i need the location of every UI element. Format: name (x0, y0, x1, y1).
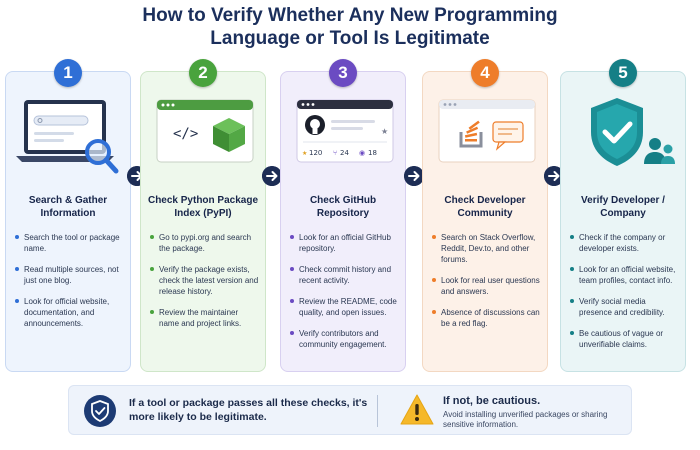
step-badge-2: 2 (189, 59, 217, 87)
warning-icon (400, 394, 434, 425)
bullet: Read multiple sources, not just one blog… (15, 264, 125, 286)
bullet: Verify social media presence and credibi… (570, 296, 680, 318)
star-icon: ★ (381, 127, 388, 136)
step-badge-4: 4 (471, 59, 499, 87)
step-card-3: 3 ★ ★ 120 ⑂ 24 ◉ 18 Check GitHub Reposit… (280, 59, 406, 372)
step-card-1: 1 Search & Gather Information Search the… (5, 59, 131, 372)
bullet: Look for real user questions and answers… (432, 275, 542, 297)
title-line-1: How to Verify Whether Any New Programmin… (142, 5, 558, 26)
arrow-right-icon (544, 166, 564, 186)
step-title-2: Check Python Package Index (PyPI) (147, 195, 259, 219)
svg-text:18: 18 (368, 149, 377, 157)
step-bullets-5: Check if the company or developer exists… (570, 232, 680, 360)
fork-icon: ⑂ (333, 149, 337, 157)
bullet: Check commit history and recent activity… (290, 264, 400, 286)
step-bullets-3: Look for an official GitHub repository. … (290, 232, 400, 360)
bullet: Look for an official GitHub repository. (290, 232, 400, 254)
step-card-4: 4 Check Developer Community Search on St… (422, 59, 548, 372)
code-icon: </> (173, 126, 198, 142)
bullet: Absence of discussions can be a red flag… (432, 307, 542, 329)
star-count-icon: ★ (302, 150, 307, 157)
bullet: Search the tool or package name. (15, 232, 125, 254)
pass-message: If a tool or package passes all these ch… (129, 397, 368, 423)
caution-message: Avoid installing unverified packages or … (443, 410, 608, 429)
step-bullets-4: Search on Stack Overflow, Reddit, Dev.to… (432, 232, 542, 339)
bullet: Look for official website, documentation… (15, 296, 125, 329)
bullet: Verify the package exists, check the lat… (150, 264, 260, 297)
shield-check-icon (591, 98, 643, 166)
step-card-5: 5 Verify Developer / Company Check if th… (560, 59, 686, 372)
step-badge-5: 5 (609, 59, 637, 87)
bullet: Verify contributors and community engage… (290, 328, 400, 350)
svg-text:120: 120 (309, 149, 322, 157)
svg-text:24: 24 (340, 149, 349, 157)
divider (377, 395, 378, 427)
shield-check-icon (84, 395, 116, 427)
eye-icon: ◉ (359, 149, 365, 157)
arrow-right-icon (404, 166, 424, 186)
step-badge-1: 1 (54, 59, 82, 87)
stack-overflow-icon (459, 120, 483, 148)
shield-users-illustration (591, 98, 675, 166)
title-line-2: Language or Tool Is Legitimate (210, 28, 490, 49)
step-card-2: 2 </> Check Python Package Index (PyPI) … (140, 59, 266, 372)
bullet: Look for an official website, team profi… (570, 264, 680, 286)
magnifier-icon (85, 139, 119, 174)
laptop-search-illustration (16, 100, 119, 174)
chat-bubble-icon (492, 121, 524, 151)
github-window-illustration: ★ ★ 120 ⑂ 24 ◉ 18 (296, 99, 394, 163)
step-badge-3: 3 (329, 59, 357, 87)
caution-title: If not, be cautious. (443, 395, 541, 407)
bullet: Check if the company or developer exists… (570, 232, 680, 254)
step-title-5: Verify Developer / Company (581, 195, 665, 219)
step-bullets-1: Search the tool or package name. Read mu… (15, 232, 125, 339)
step-title-4: Check Developer Community (444, 195, 526, 219)
bullet: Review the README, code quality, and ope… (290, 296, 400, 318)
package-cube-icon (213, 118, 245, 152)
users-icon (644, 138, 675, 164)
step-title-3: Check GitHub Repository (309, 195, 377, 219)
bullet: Review the maintainer name and project l… (150, 307, 260, 329)
github-icon (305, 115, 325, 135)
arrow-right-icon (262, 166, 282, 186)
page-title: How to Verify Whether Any New Programmin… (0, 4, 700, 50)
bullet: Search on Stack Overflow, Reddit, Dev.to… (432, 232, 542, 265)
pypi-window-illustration: </> (156, 99, 254, 163)
step-title-1: Search & Gather Information (28, 195, 108, 219)
conclusion-banner: If a tool or package passes all these ch… (68, 385, 632, 435)
step-bullets-2: Go to pypi.org and search the package. V… (150, 232, 260, 339)
bullet: Go to pypi.org and search the package. (150, 232, 260, 254)
bullet: Be cautious of vague or unverifiable cla… (570, 328, 680, 350)
stackoverflow-window-illustration (438, 99, 536, 163)
